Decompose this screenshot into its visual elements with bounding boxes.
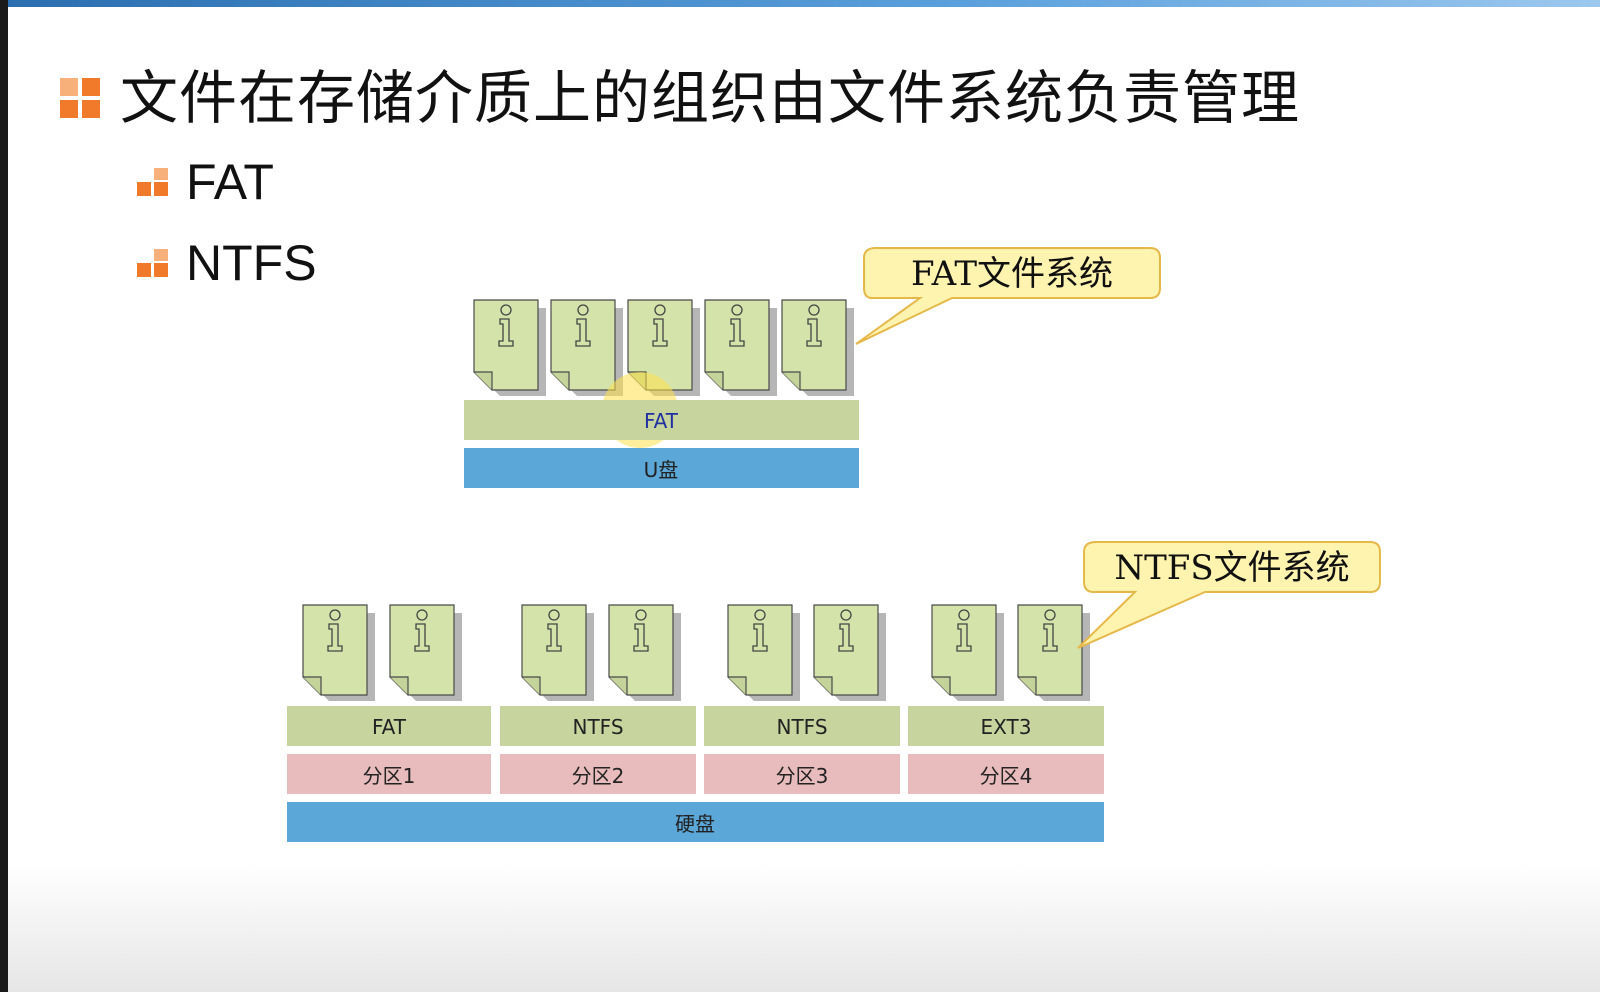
hdd-device-label: 硬盘 xyxy=(675,812,715,836)
file-icon xyxy=(1017,604,1091,702)
partition-label: 分区1 xyxy=(363,764,416,788)
partition-label: 分区4 xyxy=(980,764,1033,788)
usb-device-label: U盘 xyxy=(644,458,679,482)
partition-bar xyxy=(287,754,491,794)
partition-3: NTFS 分区3 xyxy=(704,706,900,794)
partition-bar xyxy=(704,754,900,794)
grid-bullet-icon xyxy=(60,78,102,120)
ntfs-callout-bubble xyxy=(1077,541,1381,649)
file-icon xyxy=(521,604,595,702)
bullet-fat: FAT xyxy=(186,154,274,210)
partition-bar xyxy=(908,754,1104,794)
partition-fs-label: EXT3 xyxy=(981,715,1032,739)
file-icon xyxy=(727,604,801,702)
file-icon xyxy=(389,604,463,702)
partition-bar xyxy=(500,754,696,794)
file-icon xyxy=(931,604,1005,702)
slide-bottom-fade xyxy=(8,862,1600,992)
ntfs-callout-text: NTFS文件系统 xyxy=(1114,548,1349,588)
partition-fs-bar xyxy=(287,706,491,746)
file-icon xyxy=(473,299,547,397)
partition-fs-bar xyxy=(704,706,900,746)
partition-fs-label: NTFS xyxy=(572,715,623,739)
bullet-ntfs: NTFS xyxy=(186,235,317,291)
file-icon xyxy=(813,604,887,702)
slide-title: 文件在存储介质上的组织由文件系统负责管理 xyxy=(120,64,1301,132)
sub-bullet-icon xyxy=(137,249,175,283)
fat-callout-bubble xyxy=(855,247,1161,345)
file-icon xyxy=(704,299,778,397)
file-icon xyxy=(781,299,855,397)
partition-fs-label: FAT xyxy=(372,715,407,739)
fat-callout-text: FAT文件系统 xyxy=(911,254,1113,294)
partition-1: FAT 分区1 xyxy=(287,706,491,794)
usb-fat-bar xyxy=(464,400,859,440)
partition-2: NTFS 分区2 xyxy=(500,706,696,794)
hdd-file-row xyxy=(302,604,1091,702)
partition-label: 分区3 xyxy=(776,764,829,788)
partition-fs-bar xyxy=(908,706,1104,746)
usb-fat-label: FAT xyxy=(644,409,679,433)
partition-4: EXT3 分区4 xyxy=(908,706,1104,794)
usb-device-bar xyxy=(464,448,859,488)
sub-bullet-icon xyxy=(137,168,175,202)
hdd-device-bar xyxy=(287,802,1104,842)
file-icon xyxy=(302,604,376,702)
partition-label: 分区2 xyxy=(572,764,625,788)
file-icon xyxy=(608,604,682,702)
slide-top-bar xyxy=(8,0,1600,7)
window-left-edge xyxy=(0,0,8,992)
partition-fs-label: NTFS xyxy=(776,715,827,739)
partition-fs-bar xyxy=(500,706,696,746)
file-icon xyxy=(550,299,624,397)
